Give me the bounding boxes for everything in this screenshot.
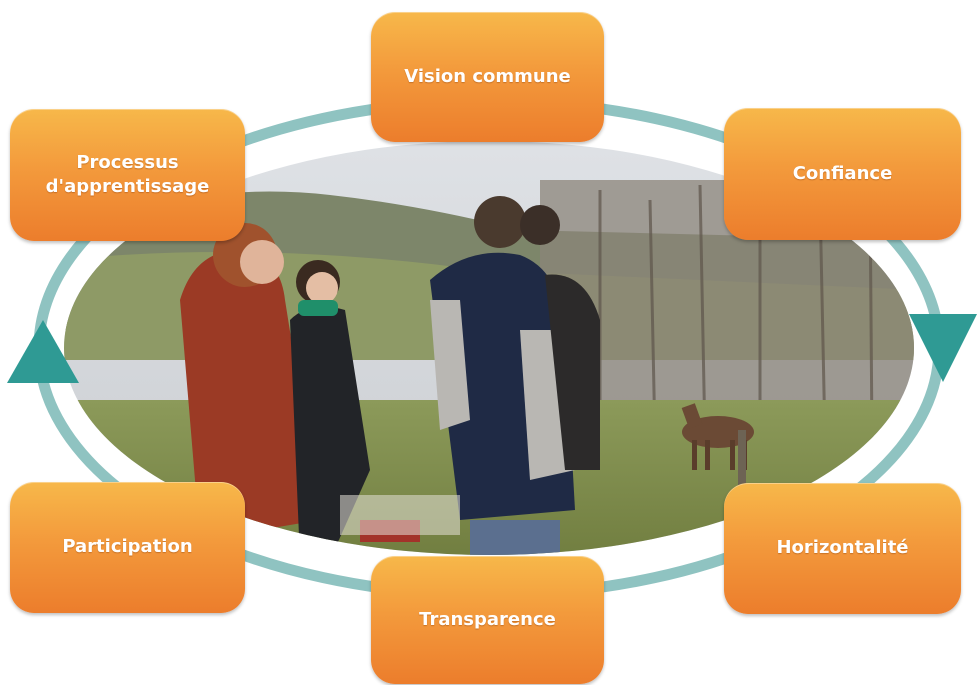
node-horizontalite: Horizontalité [724, 483, 961, 614]
node-confiance: Confiance [724, 108, 961, 240]
node-label: Vision commune [404, 65, 571, 87]
people-group [180, 196, 600, 555]
node-label: Participation [62, 536, 193, 558]
down-arrow-icon [909, 314, 977, 382]
node-label: Transparence [419, 608, 556, 630]
node-processus-apprentissage: Processus d'apprentissage [10, 109, 245, 241]
node-vision-commune: Vision commune [371, 12, 604, 142]
node-participation: Participation [10, 482, 245, 613]
node-label: Horizontalité [776, 537, 909, 559]
node-label: Confiance [792, 162, 893, 184]
node-label: Processus d'apprentissage [45, 151, 210, 197]
node-transparence: Transparence [371, 556, 604, 684]
up-arrow-icon [7, 320, 79, 383]
